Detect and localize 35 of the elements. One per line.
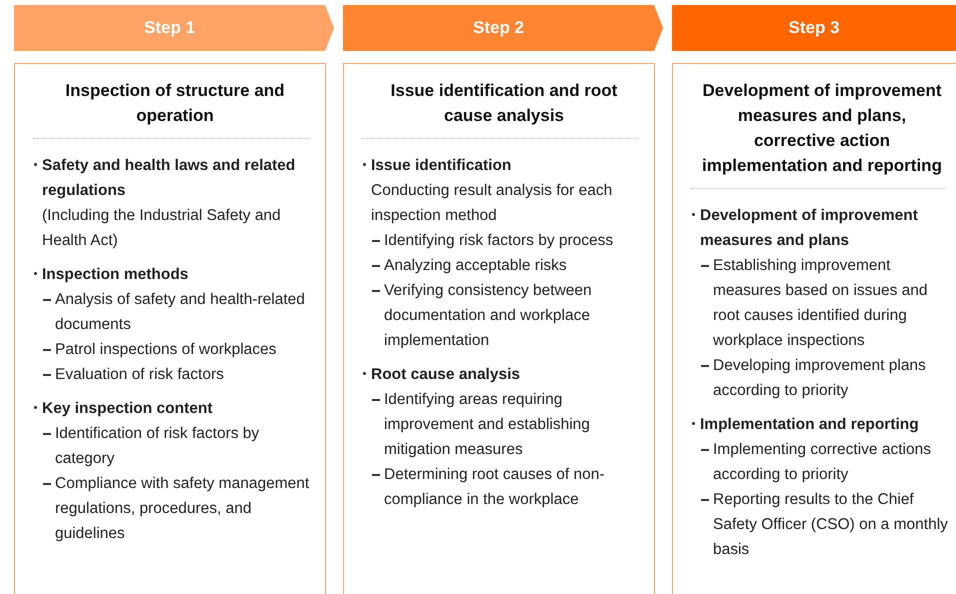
bullet-heading: Inspection methods xyxy=(42,266,188,283)
list-item: Identifying risk factors by process xyxy=(384,232,614,249)
bullet-heading: Development of improvement measures and plans xyxy=(700,207,918,249)
bullet-heading: Key inspection content xyxy=(42,400,213,417)
note-text: (Including the Industrial Safety and Health Act) xyxy=(42,207,281,249)
step-panel xyxy=(672,63,956,594)
step-label: Step 3 xyxy=(788,18,841,38)
note-text: Conducting result analysis for each inspection method xyxy=(371,182,612,224)
bullet-heading: Implementation and reporting xyxy=(700,416,919,433)
step-panel xyxy=(343,63,655,594)
panel-heading: Inspection of structure and operation xyxy=(64,80,286,127)
step-panel xyxy=(14,63,326,594)
list-item: Patrol inspections of workplaces xyxy=(55,341,276,358)
bullet-heading: Root cause analysis xyxy=(371,366,520,383)
list-item: Analysis of safety and health-related documents xyxy=(55,291,305,333)
list-item: Reporting results to the Chief Safety Officer (CSO) on a monthly basis xyxy=(713,491,948,558)
step-banner xyxy=(343,5,663,51)
list-item: Verifying consistency between documentation and workplace implementation xyxy=(384,282,592,349)
panel-heading: Development of improvement measures and plans, corrective action implementation and reporting xyxy=(701,80,943,177)
panel-heading: Issue identification and root cause analysis xyxy=(390,80,618,127)
list-item: Compliance with safety management regulations, procedures, and guidelines xyxy=(55,475,310,542)
list-item: Analyzing acceptable risks xyxy=(384,257,567,274)
list-item: Developing improvement plans according to priority xyxy=(713,357,926,399)
step-label: Step 2 xyxy=(472,18,526,38)
list-item: Identification of risk factors by category xyxy=(55,425,260,467)
list-item: Determining root causes of non-compliance in the workplace xyxy=(384,466,605,508)
step-label: Step 1 xyxy=(144,18,196,38)
list-item: Evaluation of risk factors xyxy=(55,366,224,383)
list-item: Establishing improvement measures based on issues and root causes identified during workplace inspections xyxy=(713,257,928,349)
list-item: Implementing corrective actions according to priority xyxy=(713,441,931,483)
list-item: Identifying areas requiring improvement and establishing mitigation measures xyxy=(384,391,590,458)
bullet-heading: Safety and health laws and related regulations xyxy=(42,157,296,199)
step-banner xyxy=(14,5,334,51)
bullet-heading: Issue identification xyxy=(371,157,512,174)
step-banner xyxy=(672,5,956,51)
